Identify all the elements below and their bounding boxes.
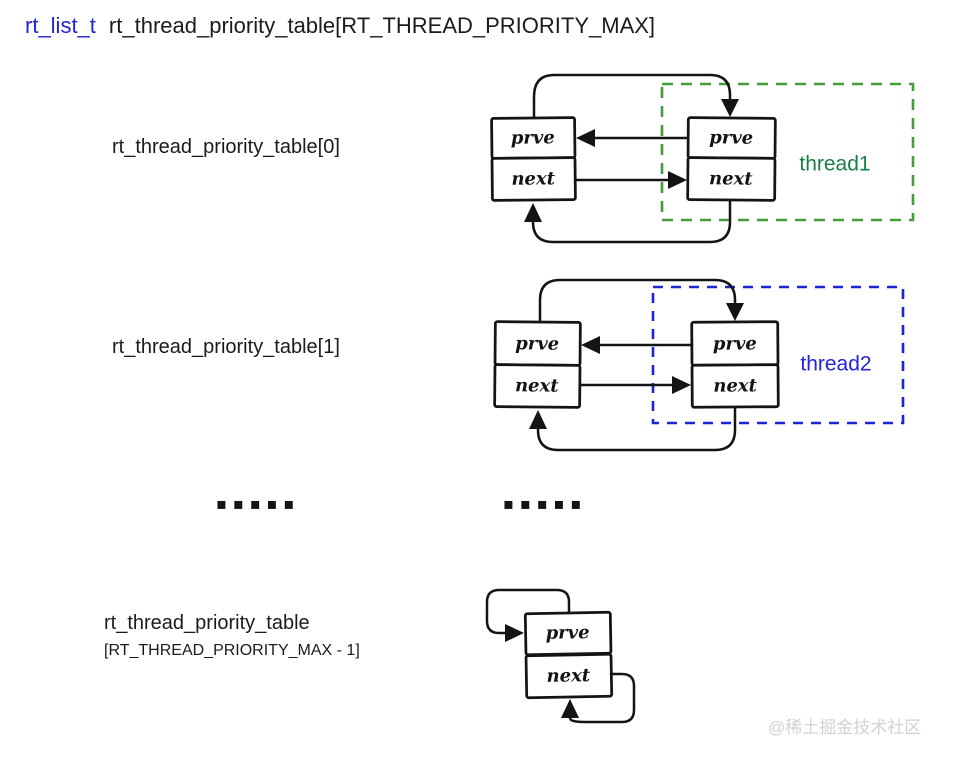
arrowhead-up — [561, 699, 579, 718]
figure-priority-max: prve next — [485, 588, 636, 724]
arrowhead-up — [529, 410, 547, 429]
thread2-label: thread2 — [800, 353, 871, 376]
thread2-dashed-box — [651, 285, 905, 425]
next-cell-label: next — [713, 375, 757, 396]
title-array-declaration: rt_thread_priority_table[RT_THREAD_PRIOR… — [108, 13, 656, 38]
arrowhead-down — [721, 99, 739, 117]
thread2-node: prve next — [690, 320, 780, 409]
arrowhead-right — [668, 171, 687, 189]
empty-list-node: prve next — [523, 610, 614, 700]
title-type-name: rt_list_t — [25, 13, 96, 38]
list-head-node-0: prve next — [490, 116, 577, 202]
arrowhead-left — [581, 336, 600, 354]
label-priority-table-1: rt_thread_priority_table[1] — [112, 336, 340, 358]
figure-priority-1: prve next prve next thread2 — [493, 278, 905, 452]
head-next-wrap-arrow — [538, 278, 737, 324]
prev-cell-label: prve — [511, 127, 555, 148]
next-cell-label: next — [709, 168, 753, 189]
next-cell-label: next — [515, 375, 559, 396]
arrowhead-right — [672, 376, 691, 394]
thread1-node: prve next — [686, 116, 777, 202]
next-self-loop — [568, 672, 636, 724]
label-priority-table-max-line2: [RT_THREAD_PRIORITY_MAX - 1] — [104, 642, 360, 659]
prev-self-loop — [485, 588, 571, 635]
figure-priority-0: prve next prve next thread1 — [490, 73, 915, 244]
next-cell-label: next — [546, 665, 591, 687]
next-cell-label: next — [511, 168, 555, 189]
prev-cell-label: prve — [545, 622, 589, 644]
label-priority-table-max-line1: rt_thread_priority_table — [104, 612, 310, 634]
thread-next-wrap-arrow — [531, 198, 732, 244]
ellipsis-right: ▪▪▪▪▪ — [503, 494, 588, 513]
head-next-wrap-arrow — [532, 73, 732, 120]
list-head-node-1: prve next — [493, 320, 582, 409]
arrowhead-down — [726, 303, 744, 321]
prev-cell-label: prve — [713, 333, 757, 354]
label-priority-table-max: rt_thread_priority_table [RT_THREAD_PRIO… — [104, 612, 360, 660]
arrowhead-right — [505, 624, 524, 642]
prev-cell-label: prve — [515, 333, 559, 354]
thread1-dashed-box — [660, 82, 915, 222]
arrowhead-up — [524, 203, 542, 222]
next-cell — [490, 156, 577, 202]
page-title: rt_list_t rt_thread_priority_table[RT_THR… — [25, 13, 655, 39]
arrowhead-left — [576, 129, 595, 147]
thread1-label: thread1 — [799, 153, 870, 176]
next-cell — [493, 363, 582, 409]
ellipsis-left: ▪▪▪▪▪ — [216, 494, 301, 513]
watermark: @稀土掘金技术社区 — [768, 718, 922, 737]
prev-cell-label: prve — [709, 127, 753, 148]
label-priority-table-0: rt_thread_priority_table[0] — [112, 136, 340, 158]
thread-next-wrap-arrow — [536, 405, 737, 452]
